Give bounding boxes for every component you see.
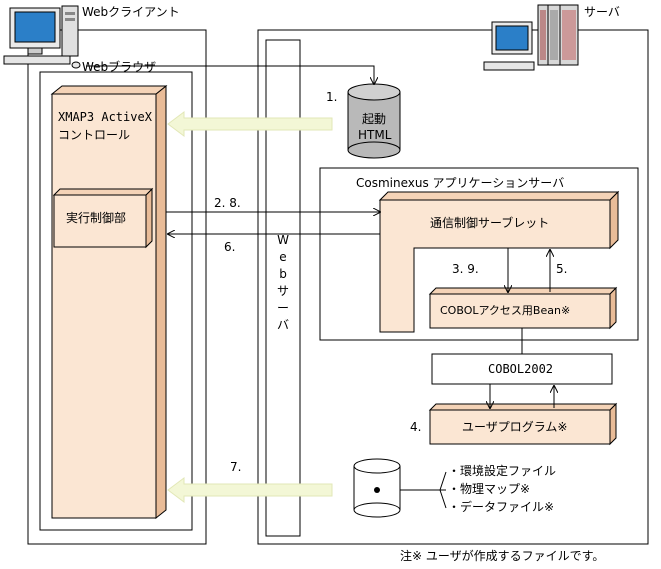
exec-control-box xyxy=(52,187,154,249)
web-server-char-5: ー xyxy=(276,301,289,315)
file-item-env: ・環境設定ファイル xyxy=(448,464,557,478)
activex-control-box xyxy=(50,84,168,520)
step-1-label: 1. xyxy=(326,90,338,104)
web-browser-frame xyxy=(39,71,193,531)
web-server-char-6: バ xyxy=(276,318,289,332)
startup-request-arrow xyxy=(86,65,374,84)
file-db-cylinder xyxy=(353,458,401,518)
web-server-char-1: W xyxy=(277,233,289,247)
servlet-label: 通信制御サーブレット xyxy=(430,216,550,230)
control-label-line1: XMAP3 ActiveX xyxy=(58,110,152,124)
step-2-8-label: 2. 8. xyxy=(214,196,241,210)
client-pc-icon xyxy=(3,5,81,69)
file-item-data: ・データファイル※ xyxy=(448,500,555,514)
user-program-box xyxy=(428,402,618,446)
control-label-line2: コントロール xyxy=(58,128,131,142)
client-title: Webクライアント xyxy=(82,5,180,19)
step-4-label: 4. xyxy=(410,420,422,434)
cobol-bean-box xyxy=(428,286,618,330)
step-6-label: 6. xyxy=(224,240,236,254)
web-client-frame xyxy=(27,29,207,545)
user-program-label: ユーザプログラム※ xyxy=(462,420,568,434)
server-frame xyxy=(257,29,649,545)
step-5-label: 5. xyxy=(556,262,568,276)
web-server-char-4: サ xyxy=(276,284,289,298)
startup-label-line2: HTML xyxy=(358,128,392,142)
exec-unit-label: 実行制御部 xyxy=(66,211,127,225)
bean-label: COBOLアクセス用Bean※ xyxy=(440,304,571,317)
file-item-map: ・物理マップ※ xyxy=(448,482,531,496)
file-load-arrow xyxy=(167,477,333,503)
web-server-char-3: b xyxy=(279,267,287,281)
web-server-char-2: e xyxy=(279,250,287,264)
file-bracket xyxy=(400,471,447,509)
startup-label-line1: 起動 xyxy=(362,112,387,126)
browser-title: Webブラウザ xyxy=(82,60,157,74)
html-load-arrow xyxy=(167,111,333,137)
cobol2002-label: COBOL2002 xyxy=(488,362,554,376)
step-3-9-label: 3. 9. xyxy=(452,262,479,276)
app-server-label: Cosminexus アプリケーションサーバ xyxy=(356,176,565,190)
server-title: サーバ xyxy=(584,5,620,19)
app-server-frame xyxy=(319,167,639,341)
footnote: 注※ ユーザが作成するファイルです。 xyxy=(400,549,605,563)
cobol2002-box xyxy=(431,353,613,385)
servlet-box xyxy=(378,190,620,333)
server-pc-icon xyxy=(483,4,579,71)
startup-html-cylinder xyxy=(347,83,401,159)
web-server-label: W e b サ ー バ xyxy=(266,232,300,334)
step-7-label: 7. xyxy=(230,460,242,474)
